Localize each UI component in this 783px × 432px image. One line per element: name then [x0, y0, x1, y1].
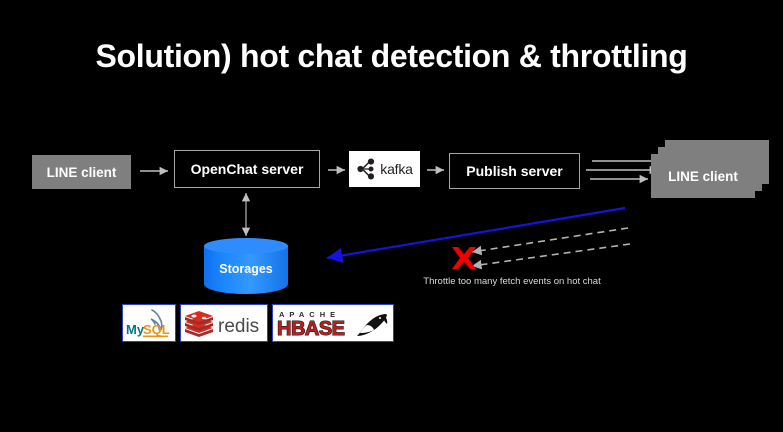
node-label: Publish server — [466, 163, 563, 179]
node-publish-server[interactable]: Publish server — [449, 153, 580, 189]
svg-text:SQL: SQL — [143, 322, 170, 337]
throttled-arrow-1 — [471, 227, 629, 256]
line-client-stack-front[interactable]: LINE client — [651, 154, 755, 198]
kafka-label: kafka — [380, 161, 413, 177]
svg-text:redis: redis — [218, 316, 259, 337]
node-openchat-server[interactable]: OpenChat server — [174, 150, 320, 188]
svg-text:My: My — [126, 322, 145, 337]
mysql-logo[interactable]: My SQL — [122, 304, 176, 342]
node-storages[interactable]: Storages — [204, 238, 288, 294]
node-kafka[interactable]: kafka — [349, 151, 420, 187]
db-logo-strip: My SQL redis — [122, 304, 394, 342]
node-label: OpenChat server — [190, 161, 304, 177]
node-label: LINE client — [668, 168, 738, 184]
node-line-client-left[interactable]: LINE client — [32, 155, 131, 189]
node-label: LINE client — [46, 164, 117, 180]
kafka-logo-icon — [356, 157, 376, 181]
svg-text:HBASE: HBASE — [277, 318, 345, 340]
svg-text:APACHE: APACHE — [279, 310, 340, 319]
cylinder-body — [204, 246, 288, 294]
node-label: Storages — [219, 262, 273, 276]
throttled-arrow-2 — [471, 243, 631, 270]
throttle-block-x-icon — [452, 247, 476, 269]
throttle-caption: Throttle too many fetch events on hot ch… — [423, 276, 601, 287]
cylinder-top — [204, 238, 288, 254]
redis-logo[interactable]: redis — [180, 304, 268, 342]
hbase-logo[interactable]: APACHE HBASE — [272, 304, 394, 342]
fetch-flow-line — [326, 206, 626, 264]
node-line-client-right-group[interactable]: LINE client — [651, 140, 771, 198]
page-title: Solution) hot chat detection & throttlin… — [95, 38, 688, 74]
